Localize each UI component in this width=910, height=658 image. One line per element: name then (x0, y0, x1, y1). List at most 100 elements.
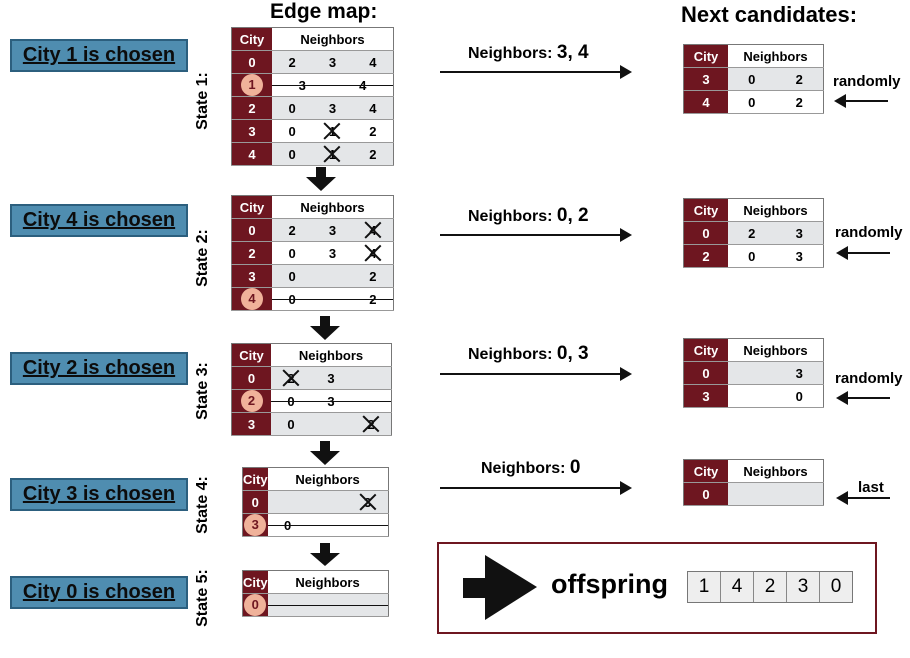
city-cell: 0 (231, 218, 272, 242)
city-header: City (683, 44, 728, 68)
city-cell: 3 (231, 119, 272, 143)
offspring-gene: 4 (721, 572, 754, 602)
city-header: City (683, 338, 728, 362)
city-cell: 1 (231, 73, 272, 97)
neighbor-value: 0 (288, 100, 296, 116)
neighbor-value: 3 (328, 100, 337, 116)
city-cell: 0 (683, 221, 728, 245)
note-arrow-1 (834, 94, 888, 108)
note-1: randomly (833, 73, 901, 90)
city-cell: 2 (231, 241, 272, 265)
chosen-city-marker: 2 (240, 390, 263, 412)
arrow-to-candidates-2 (440, 228, 632, 242)
note-arrow-3 (836, 391, 890, 405)
neighbors-cell: 0 (728, 384, 824, 408)
neighbors-header: Neighbors (272, 27, 394, 51)
arrow-to-candidates-4 (440, 481, 632, 495)
neighbor-value: 2 (748, 225, 756, 241)
neighbor-value: 0 (748, 94, 756, 110)
city-header: City (231, 27, 272, 51)
city-cell: 3 (683, 384, 728, 408)
neighbor-value: 0 (748, 248, 756, 264)
neighbor-value: 2 (351, 417, 391, 432)
neighbors-header: Neighbors (271, 343, 392, 367)
chosen-city-marker: 3 (244, 514, 267, 536)
note-arrow-4 (836, 491, 890, 505)
down-arrow-3 (310, 441, 340, 465)
chosen-city-marker: 1 (241, 74, 263, 96)
neighbors-cell (728, 482, 824, 506)
arrow-to-candidates-1 (440, 65, 632, 79)
neighbor-value: 3 (795, 248, 803, 264)
city-header: City (683, 459, 728, 483)
neighbor-value: 0 (288, 268, 296, 284)
offspring-arrow (463, 555, 537, 620)
city-cell: 0 (683, 361, 728, 385)
table-row: 0 (242, 593, 389, 617)
down-arrow-1 (306, 167, 336, 191)
neighbors-cell (267, 593, 389, 617)
city-cell: 0 (242, 490, 268, 514)
city-cell: 4 (683, 90, 728, 114)
table-row: 0 (683, 482, 824, 506)
neighbor-value: 1 (312, 124, 352, 139)
neighbors-header: Neighbors (267, 467, 389, 491)
neighbors-header: Neighbors (728, 44, 824, 68)
note-arrow-2 (836, 246, 890, 260)
neighbor-value: 0 (288, 245, 296, 261)
city-cell: 4 (231, 287, 272, 311)
neighbor-value: 1 (312, 147, 352, 162)
neighbor-value: 2 (271, 371, 311, 386)
neighbor-value: 0 (748, 71, 756, 87)
neighbor-value: 4 (353, 223, 393, 238)
next-candidates-header: Next candidates: (681, 2, 858, 27)
neighbor-value: 2 (369, 268, 377, 284)
city-cell: 0 (231, 366, 271, 390)
neighbor-value: 4 (369, 54, 377, 70)
neighbor-value: 2 (369, 123, 377, 139)
offspring-box (437, 542, 877, 634)
city-header: City (242, 570, 268, 594)
neighbor-value: 3 (328, 245, 337, 261)
neighbor-value: 3 (795, 225, 803, 241)
chosen-label-3: City 2 is chosen (10, 352, 188, 385)
note-4: last (858, 479, 884, 496)
city-cell: 2 (231, 96, 272, 120)
note-2: randomly (835, 224, 903, 241)
city-cell: 3 (683, 67, 728, 91)
city-cell: 0 (231, 50, 272, 74)
city-cell: 4 (231, 142, 272, 166)
neighbor-value: 0 (795, 388, 803, 404)
neighbors-header: Neighbors (728, 198, 824, 222)
